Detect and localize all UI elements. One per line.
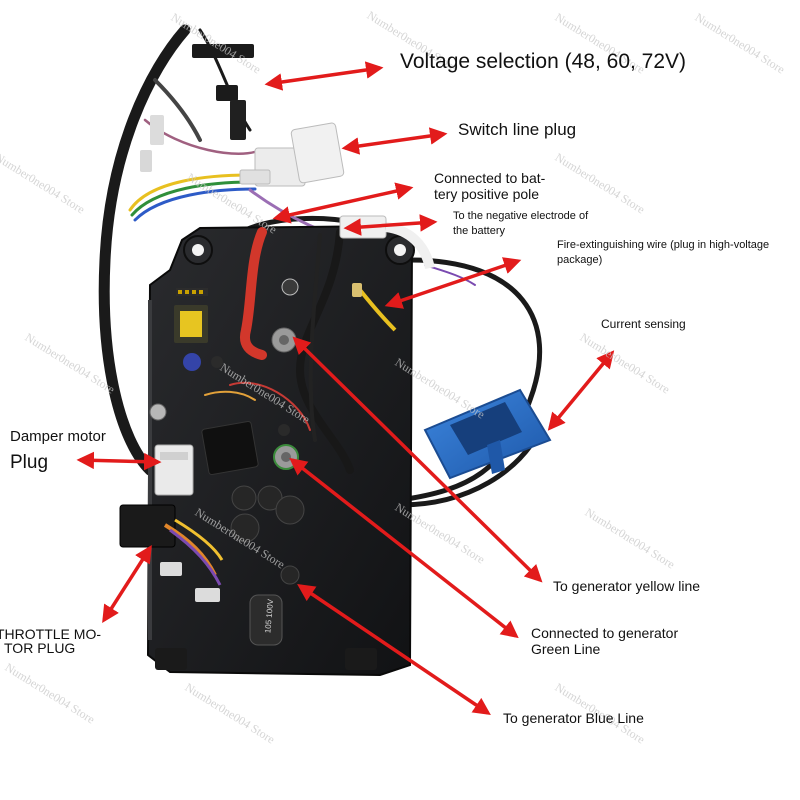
label-damper-motor: Damper motor — [10, 428, 106, 445]
capacitor-rating: 105 100V — [263, 598, 275, 634]
top-connectors — [140, 44, 254, 172]
label-fire-extinguishing-wire: Fire-extinguishing wire (plug in high-vo… — [557, 238, 769, 268]
label-line: To the negative electrode of — [453, 210, 589, 222]
label-line: tery positive pole — [434, 186, 540, 202]
label-battery-positive: Connected to bat- tery positive pole — [434, 170, 545, 202]
label-line: THROTTLE MO- — [0, 626, 101, 642]
label-switch-line-plug: Switch line plug — [458, 120, 577, 139]
label-current-sensing: Current sensing — [601, 317, 686, 331]
label-green-line: Connected to generator Green Line — [531, 625, 678, 657]
label-yellow-line: To generator yellow line — [553, 578, 701, 594]
annotation-arrows — [76, 61, 615, 715]
label-line: package) — [557, 254, 603, 266]
label-plug: Plug — [10, 452, 49, 473]
damper-motor-plug — [154, 444, 194, 496]
label-line: Connected to generator — [531, 625, 679, 641]
label-voltage-selection: Voltage selection (48, 60, 72V) — [400, 50, 687, 73]
switch-line-plug — [239, 122, 345, 187]
label-line: Connected to bat- — [434, 170, 546, 186]
label-line: Fire-extinguishing wire (plug in high-vo… — [557, 239, 770, 251]
label-throttle-motor-plug: THROTTLE MO- TOR PLUG — [0, 627, 101, 655]
label-battery-negative: To the negative electrode of the battery — [453, 209, 588, 239]
label-line: Green Line — [531, 641, 601, 657]
label-line: TOR PLUG — [4, 640, 76, 656]
label-blue-line: To generator Blue Line — [503, 710, 644, 726]
circuit-components: 105 100V — [149, 278, 305, 646]
throttle-motor-plug — [119, 504, 224, 602]
label-line: the battery — [453, 225, 505, 237]
